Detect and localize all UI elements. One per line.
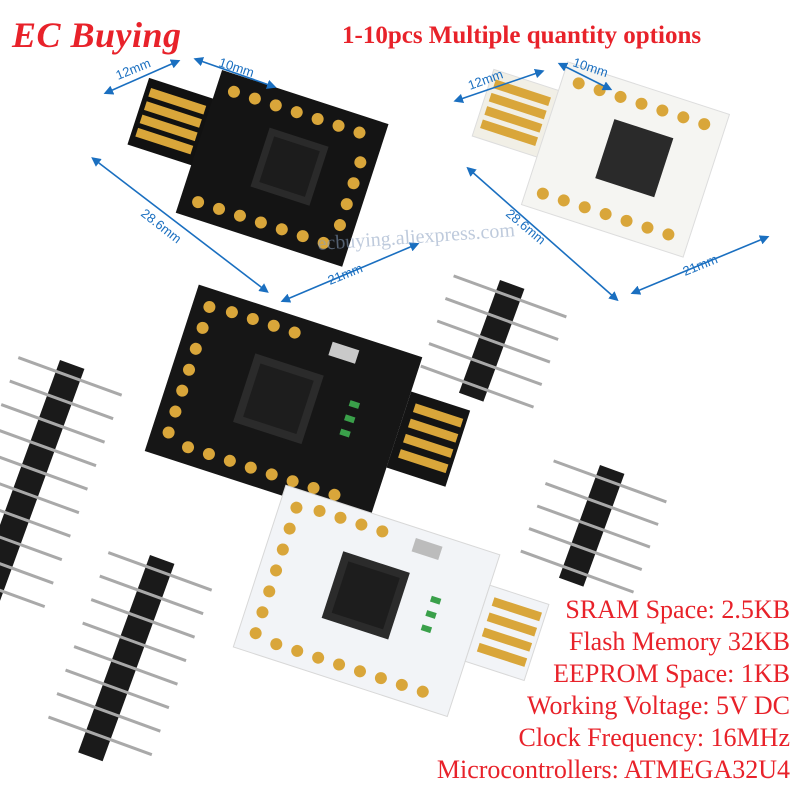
pin-header-left-long <box>0 356 123 609</box>
usb-tab <box>127 77 216 167</box>
dim-board-width-left: 21mm <box>326 260 365 287</box>
spec-flash: Flash Memory 32KB <box>569 627 790 656</box>
pin-header-right-bottom <box>520 459 667 594</box>
crystal <box>411 538 443 561</box>
spec-mcu: Microcontrollers: ATMEGA32U4 <box>436 755 790 784</box>
specs-list: SRAM Space: 2.5KB Flash Memory 32KB EEPR… <box>437 594 790 786</box>
pin-header-right-top <box>420 274 567 409</box>
crystal <box>328 341 360 364</box>
dimension-lines <box>91 57 770 303</box>
pin-header-left-bottom <box>47 551 213 762</box>
spec-clock: Clock Frequency: 16MHz <box>518 723 790 752</box>
spec-eeprom: EEPROM Space: 1KB <box>553 659 790 688</box>
brand-logo: EC Buying <box>12 15 182 55</box>
dim-board-width-right: 21mm <box>681 251 720 278</box>
spec-voltage: Working Voltage: 5V DC <box>527 691 790 720</box>
white-board-bottom <box>232 484 550 718</box>
spec-sram: SRAM Space: 2.5KB <box>565 595 790 624</box>
headline: 1-10pcs Multiple quantity options <box>342 22 702 49</box>
dim-usb-width-left: 12mm <box>114 55 153 82</box>
black-board-middle <box>144 284 471 524</box>
